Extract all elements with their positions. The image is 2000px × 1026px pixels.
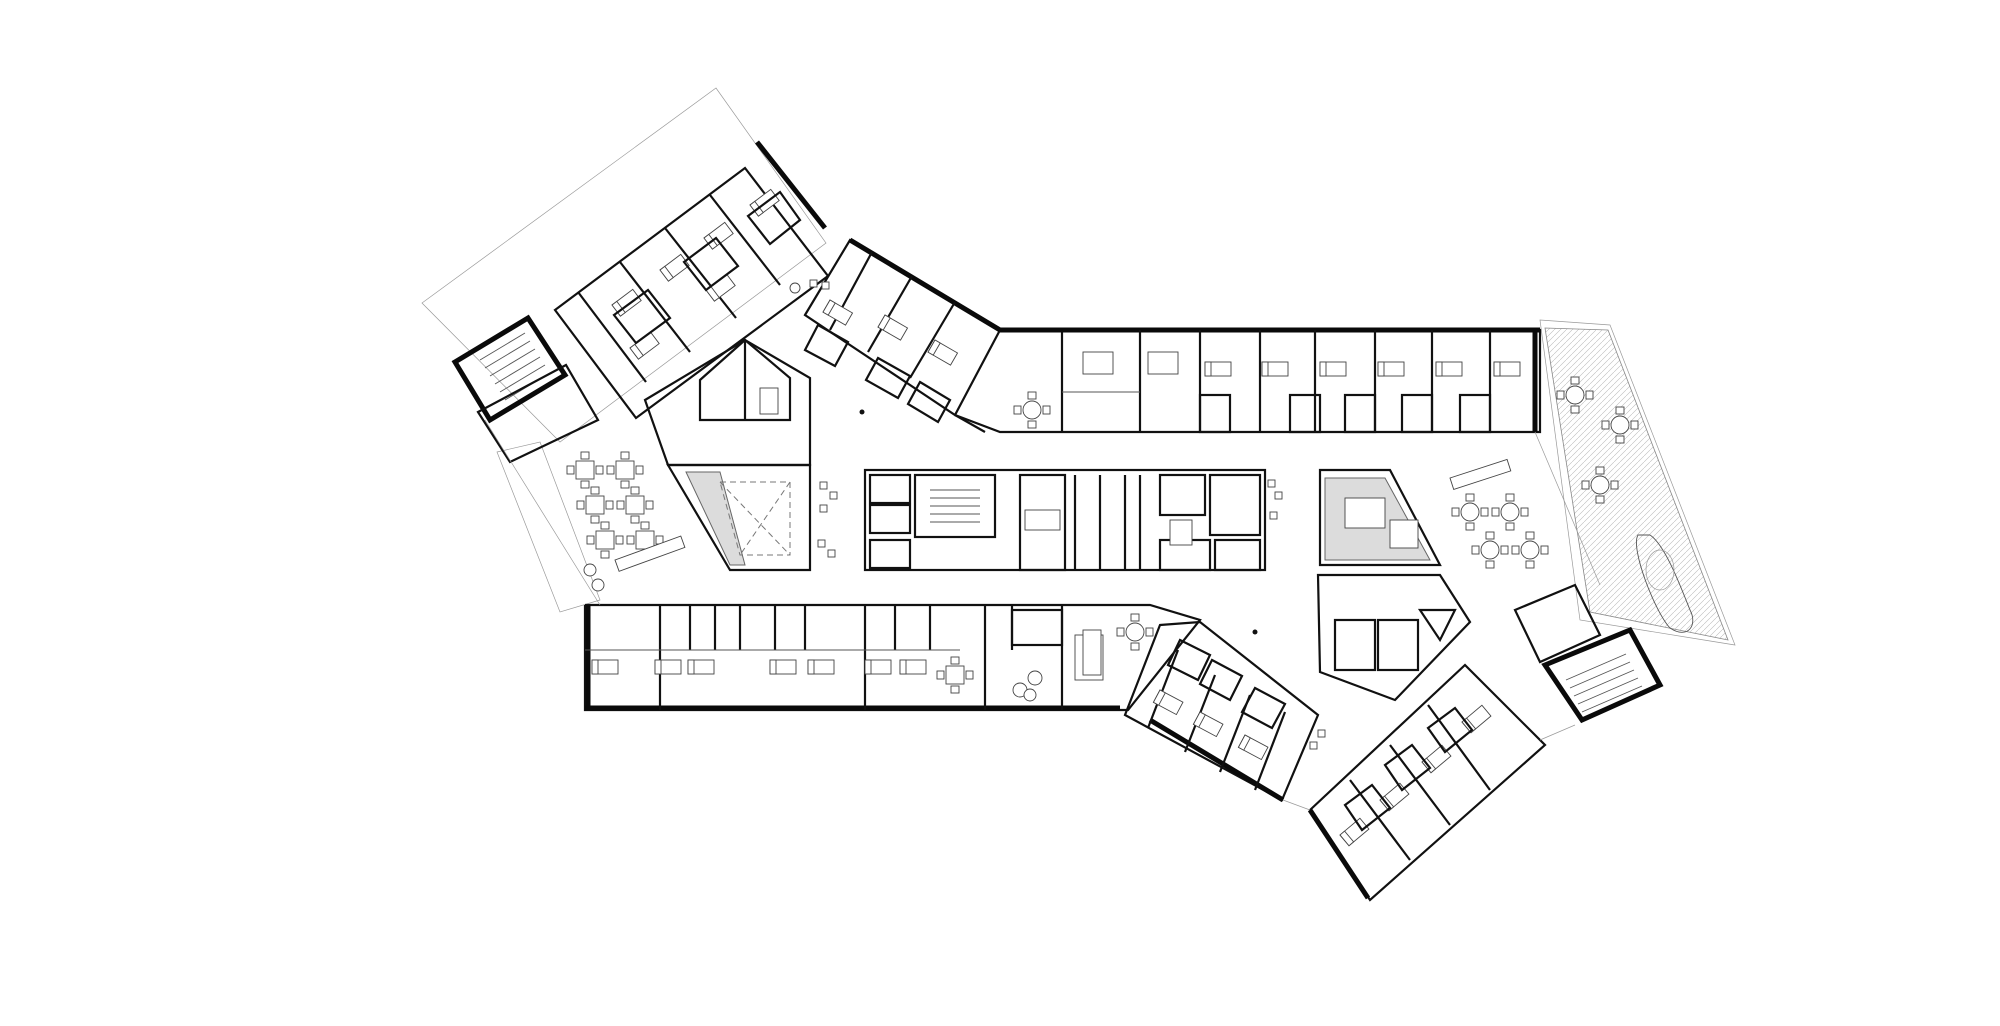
east-terrace bbox=[1544, 327, 1729, 641]
dining-area-east bbox=[1449, 458, 1549, 569]
north-wing bbox=[954, 327, 1542, 434]
corridor-edges bbox=[484, 419, 1601, 811]
north-wing-diagonal bbox=[803, 237, 1002, 433]
central-core-east bbox=[1316, 468, 1472, 702]
northwest-stair bbox=[451, 314, 600, 464]
southeast-stair bbox=[1513, 583, 1664, 724]
central-core-northwest bbox=[643, 338, 812, 572]
southeast-wing bbox=[1307, 663, 1547, 902]
dining-area-west bbox=[566, 451, 686, 592]
planter bbox=[1636, 534, 1694, 633]
site-outline bbox=[421, 87, 1736, 646]
northwest-wing bbox=[553, 140, 830, 420]
south-wing bbox=[583, 603, 1202, 712]
columns bbox=[859, 409, 1258, 635]
south-wing-diagonal bbox=[1123, 620, 1320, 803]
lounge-seating bbox=[789, 279, 1326, 750]
central-core bbox=[863, 468, 1267, 572]
